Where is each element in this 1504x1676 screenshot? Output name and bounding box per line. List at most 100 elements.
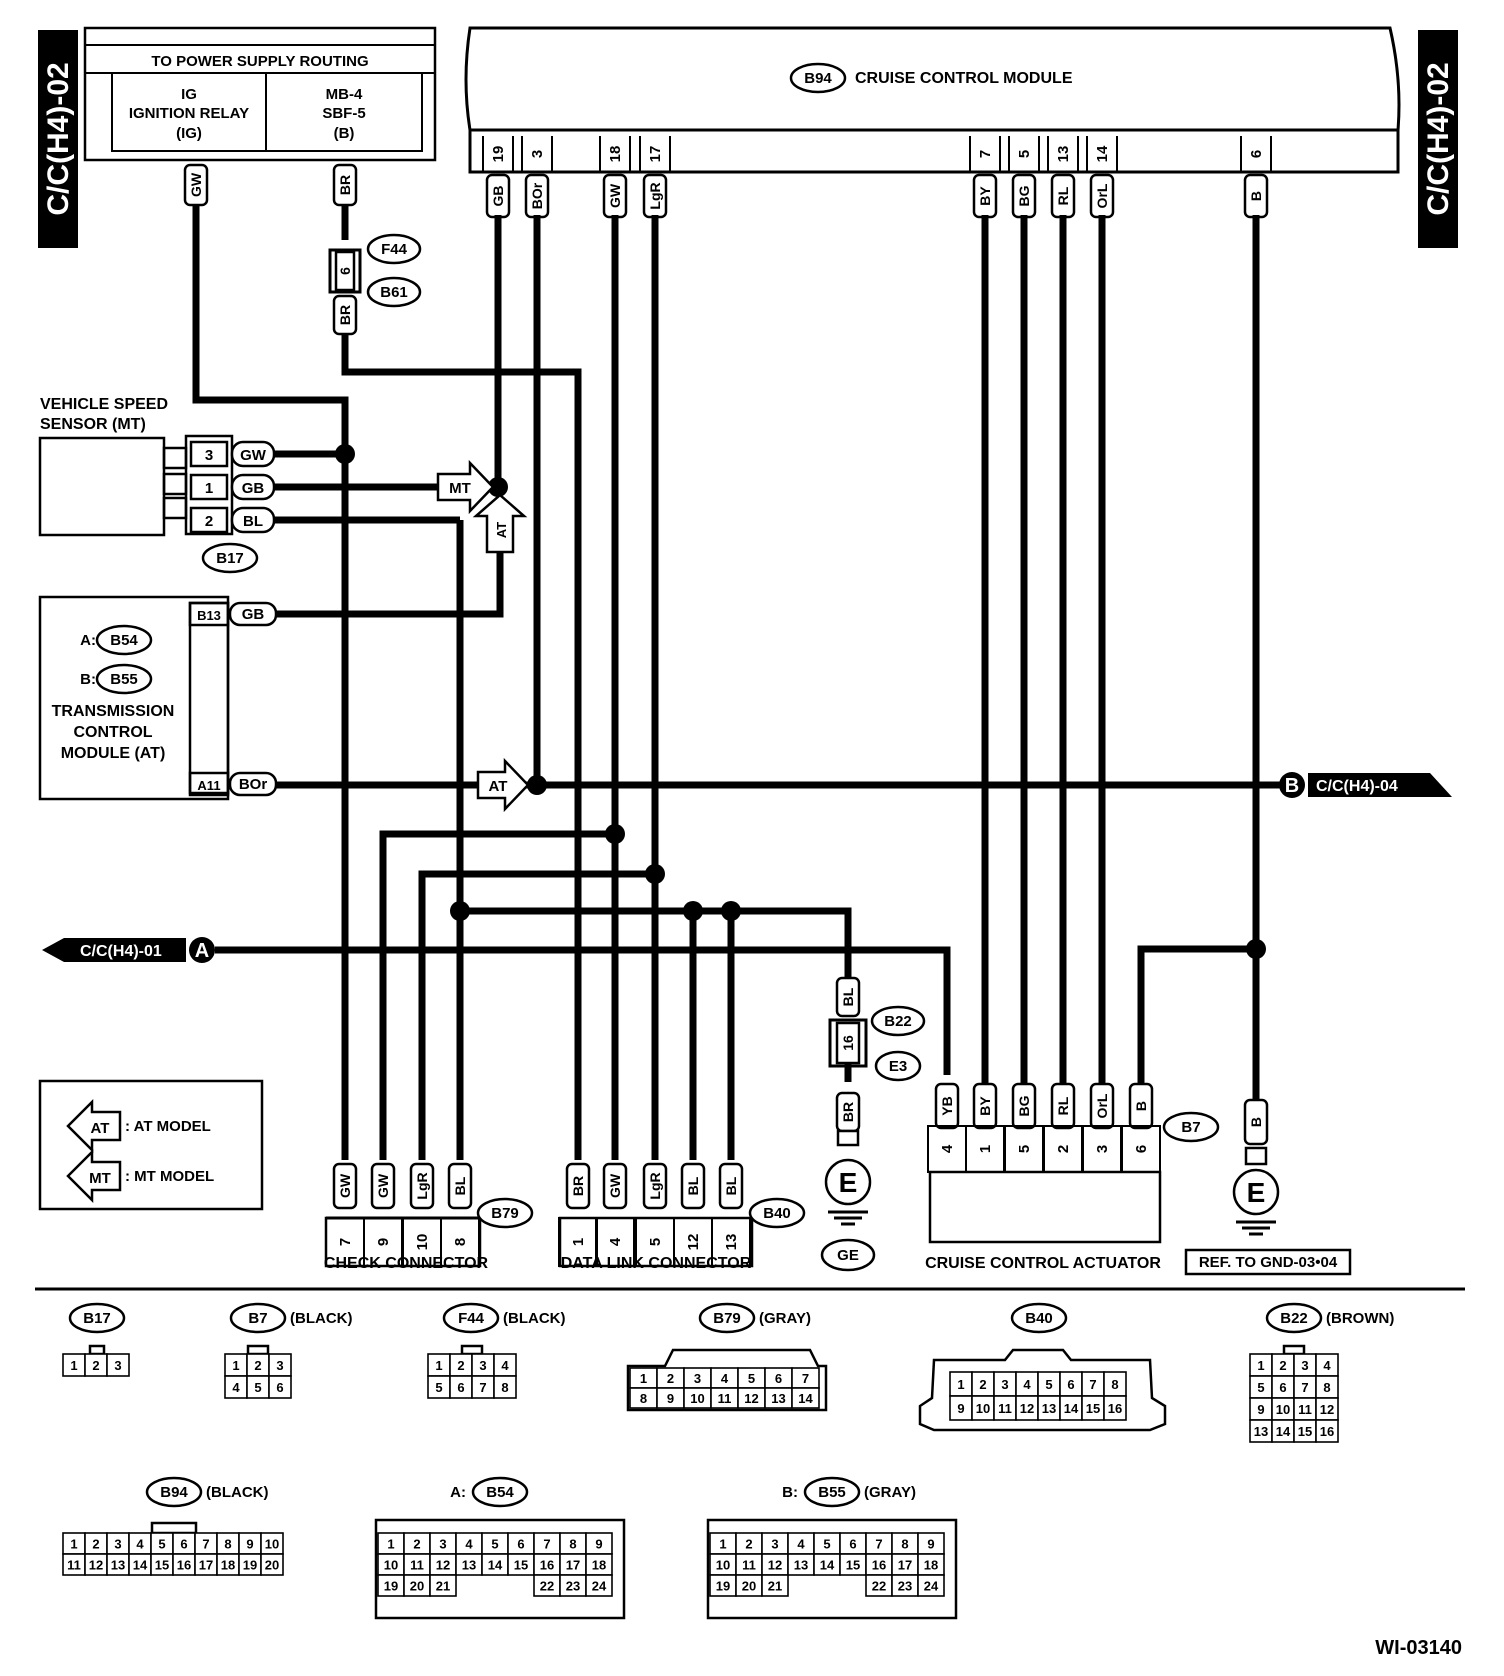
vehicle-speed-sensor: VEHICLE SPEED SENSOR (MT) 3 1 2 GW GB BL… (38, 396, 276, 574)
check-wire-9: GW9 (363, 1162, 403, 1267)
svg-text:19: 19 (716, 1579, 730, 1594)
svg-text:BG: BG (1016, 185, 1032, 206)
svg-text:19: 19 (384, 1579, 398, 1594)
svg-text:LgR: LgR (647, 182, 663, 209)
svg-text:13: 13 (794, 1558, 808, 1573)
svg-text:12: 12 (89, 1558, 103, 1573)
svg-text:B55: B55 (818, 1484, 846, 1501)
check-wire-8: BL8 (440, 1162, 480, 1267)
svg-text:1: 1 (232, 1358, 239, 1373)
svg-text:1: 1 (1257, 1358, 1264, 1373)
svg-text:3: 3 (529, 150, 546, 158)
svg-text:3: 3 (205, 447, 213, 464)
svg-text:14: 14 (1276, 1424, 1291, 1439)
svg-text:1: 1 (570, 1238, 587, 1246)
svg-text:6: 6 (1248, 150, 1265, 158)
svg-text:11: 11 (998, 1401, 1012, 1416)
svg-text:A: A (195, 940, 209, 962)
svg-text:4: 4 (797, 1537, 805, 1552)
svg-text:20: 20 (265, 1558, 279, 1573)
svg-text:23: 23 (566, 1579, 580, 1594)
check-wire-7: GW7 (325, 1162, 365, 1267)
svg-text:21: 21 (768, 1579, 782, 1594)
svg-text:A:: A: (450, 1484, 466, 1501)
svg-text:GE: GE (837, 1247, 859, 1264)
svg-text:5: 5 (1016, 1145, 1033, 1153)
svg-text:9: 9 (927, 1537, 934, 1552)
actuator-wire-2: RL2 (1043, 1082, 1083, 1173)
svg-text:GW: GW (607, 1173, 623, 1198)
svg-text:24: 24 (592, 1579, 607, 1594)
svg-text:B13: B13 (197, 608, 221, 623)
svg-text:16: 16 (872, 1558, 886, 1573)
svg-text:8: 8 (569, 1537, 576, 1552)
power-supply-box: TO POWER SUPPLY ROUTING IG IGNITION RELA… (83, 26, 437, 162)
svg-text:B79: B79 (491, 1205, 519, 1222)
svg-text:BY: BY (977, 1096, 993, 1116)
svg-text:14: 14 (1064, 1401, 1079, 1416)
svg-text:18: 18 (924, 1558, 938, 1573)
svg-text:22: 22 (872, 1579, 886, 1594)
side-label-left: C/C(H4)-02 (38, 30, 78, 248)
svg-text:17: 17 (566, 1558, 580, 1573)
svg-text:(GRAY): (GRAY) (864, 1484, 916, 1501)
svg-text:B61: B61 (380, 284, 408, 301)
svg-text:7: 7 (543, 1537, 550, 1552)
svg-text:2: 2 (979, 1377, 986, 1392)
svg-text:4: 4 (232, 1380, 240, 1395)
svg-text:17: 17 (647, 146, 664, 163)
svg-text:10: 10 (384, 1558, 398, 1573)
svg-text:5: 5 (647, 1238, 664, 1246)
svg-text:15: 15 (155, 1558, 169, 1573)
svg-text:F44: F44 (458, 1310, 485, 1327)
svg-text:B94: B94 (160, 1484, 188, 1501)
svg-text:18: 18 (592, 1558, 606, 1573)
svg-text:5: 5 (1016, 150, 1033, 158)
svg-text:B17: B17 (83, 1310, 111, 1327)
svg-text:4: 4 (607, 1237, 624, 1246)
svg-text:9: 9 (375, 1238, 392, 1246)
svg-text:14: 14 (488, 1558, 503, 1573)
svg-text:E3: E3 (889, 1058, 907, 1075)
svg-text:B7: B7 (1181, 1119, 1200, 1136)
svg-text:B17: B17 (216, 550, 244, 567)
svg-text:9: 9 (1257, 1402, 1264, 1417)
svg-text:C/C(H4)-04: C/C(H4)-04 (1316, 778, 1398, 795)
svg-text:SBF-5: SBF-5 (322, 105, 365, 122)
svg-text:6: 6 (1067, 1377, 1074, 1392)
svg-text:14: 14 (820, 1558, 835, 1573)
svg-text:20: 20 (410, 1579, 424, 1594)
svg-text:BL: BL (840, 987, 856, 1006)
svg-text:15: 15 (846, 1558, 860, 1573)
power-supply-title: TO POWER SUPPLY ROUTING (151, 53, 368, 70)
svg-text:13: 13 (1254, 1424, 1268, 1439)
svg-text:3: 3 (694, 1371, 701, 1386)
svg-text:B: B (1248, 191, 1264, 201)
svg-text:: MT MODEL: : MT MODEL (125, 1168, 214, 1185)
svg-text:4: 4 (465, 1537, 473, 1552)
svg-text:4: 4 (721, 1371, 729, 1386)
svg-text:B: B (1248, 1117, 1264, 1127)
svg-text:11: 11 (1298, 1402, 1312, 1417)
svg-text:24: 24 (924, 1579, 939, 1594)
svg-text:2: 2 (413, 1537, 420, 1552)
svg-text:MT: MT (89, 1170, 111, 1187)
svg-text:GB: GB (490, 186, 506, 207)
svg-text:17: 17 (898, 1558, 912, 1573)
svg-text:23: 23 (898, 1579, 912, 1594)
svg-text:6: 6 (180, 1537, 187, 1552)
svg-text:F44: F44 (381, 241, 408, 258)
svg-text:10: 10 (265, 1537, 279, 1552)
svg-text:3: 3 (1301, 1358, 1308, 1373)
svg-text:C/C(H4)-02: C/C(H4)-02 (42, 62, 75, 215)
svg-text:16: 16 (177, 1558, 191, 1573)
svg-text:RL: RL (1055, 1096, 1071, 1115)
svg-text:BY: BY (977, 186, 993, 206)
svg-text:B55: B55 (110, 671, 138, 688)
svg-text:1: 1 (957, 1377, 964, 1392)
svg-text:2: 2 (92, 1537, 99, 1552)
svg-text:13: 13 (723, 1234, 740, 1251)
